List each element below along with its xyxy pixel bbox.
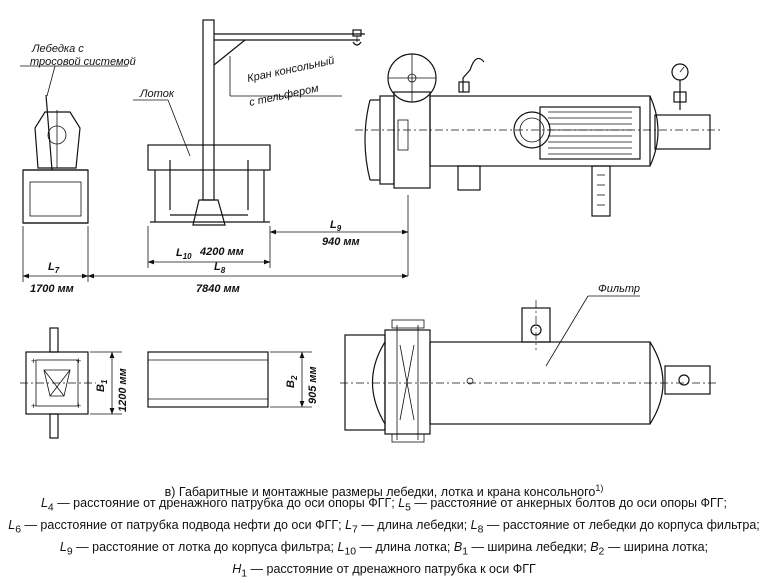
svg-text:+: + (76, 401, 81, 411)
dim-B2-symbol: B2 (285, 375, 299, 388)
dim-B1-symbol: B1 (95, 379, 109, 392)
legend-block: L4 — расстояние от дренажного патрубка д… (0, 495, 768, 583)
caption-footnote: 1) (595, 483, 604, 493)
winch-label-line2: тросовой системой (30, 56, 136, 68)
tray-side-view (147, 144, 271, 223)
legend-line-2: L6 — расстояние от патрубка подвода нефт… (8, 517, 760, 536)
svg-text:+: + (76, 356, 81, 366)
legend-line-1: L4 — расстояние от дренажного патрубка д… (40, 496, 728, 514)
svg-text:+: + (31, 356, 36, 366)
dim-L9-value: 940 мм (322, 236, 360, 248)
tray-plan-view (147, 351, 269, 408)
svg-text:+: + (31, 401, 36, 411)
filter-plan-view (340, 300, 718, 443)
winch-plan-view: + + + + (20, 327, 96, 439)
dim-B2-line (270, 351, 312, 408)
legend-line-3: L9 — расстояние от лотка до корпуса филь… (59, 539, 709, 558)
tray-label-leader (133, 99, 191, 157)
filter-side-view (355, 53, 720, 217)
winch-label-leader (20, 65, 128, 97)
caption-text: в) Габаритные и монтажные размеры лебедк… (164, 485, 596, 500)
crane-side-view (192, 19, 365, 226)
crane-label-line2: с тельфером (248, 82, 320, 109)
dim-L10-symbol: L10 (176, 247, 192, 261)
winch-label-line1: Лебедка с (31, 43, 84, 55)
dim-B1-value: 1200 мм (117, 368, 129, 412)
figure-caption: в) Габаритные и монтажные размеры лебедк… (0, 480, 768, 501)
dim-L8-symbol: L8 (214, 261, 226, 275)
crane-label-leader (229, 56, 342, 97)
dim-B1-line (90, 351, 122, 415)
dim-L9-line (269, 195, 409, 276)
dim-L9-symbol: L9 (330, 219, 342, 233)
dim-L7-L8-line (22, 226, 409, 282)
tray-label: Лоток (139, 88, 175, 100)
dim-L7-symbol: L7 (48, 261, 60, 275)
dim-L8-value: 7840 мм (196, 283, 240, 295)
filter-label-leader (545, 295, 640, 367)
crane-label-line1: Кран консольный (246, 55, 335, 85)
dim-L10-value: 4200 мм (199, 246, 244, 258)
dim-B2-value: 905 мм (307, 366, 319, 404)
legend-line-4: H1 — расстояние от дренажного патрубка к… (232, 561, 536, 580)
technical-drawing: Лебедка с тросовой системой Лоток Кран к… (20, 19, 720, 443)
winch-side-view (22, 94, 89, 224)
filter-label: Фильтр (598, 283, 640, 295)
dim-L7-value: 1700 мм (30, 283, 74, 295)
